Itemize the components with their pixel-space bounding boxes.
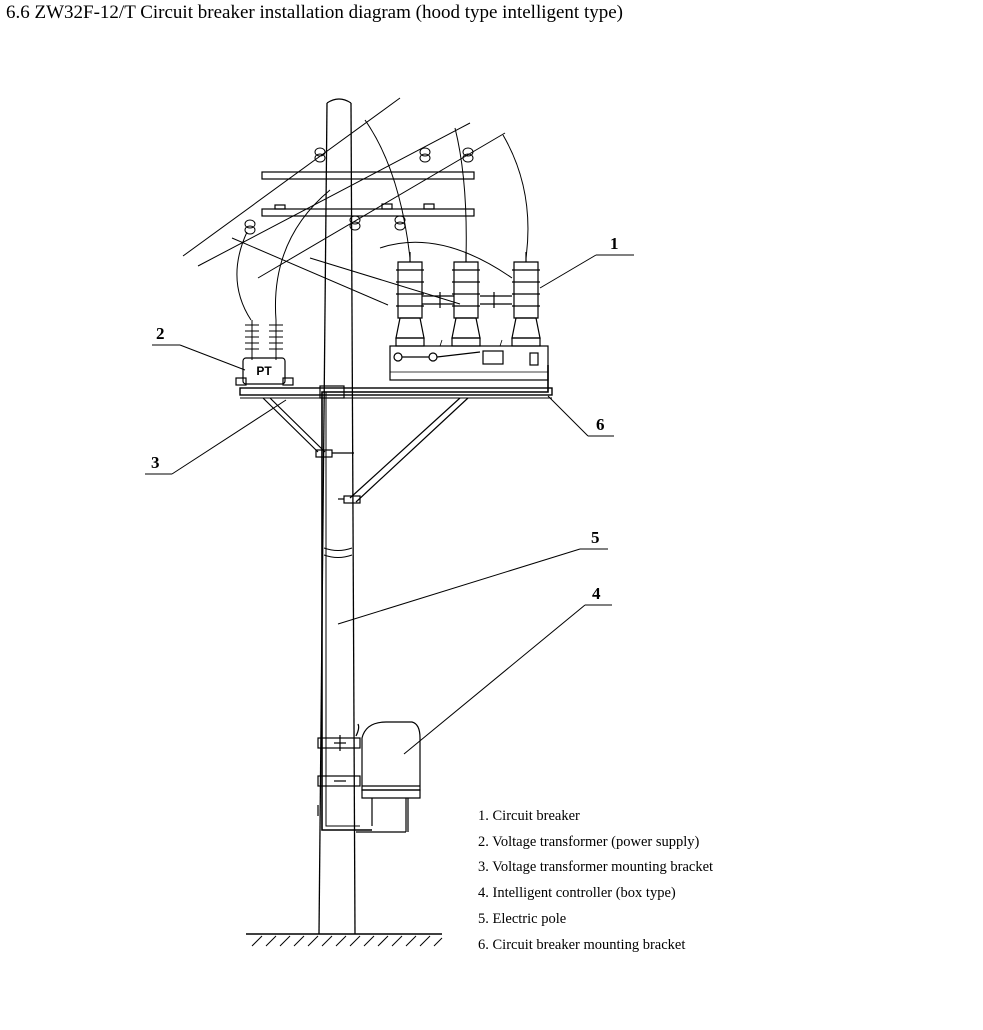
breaker-mounting-bracket (239, 385, 553, 504)
legend-item: 4. Intelligent controller (box type) (478, 885, 676, 902)
bushing-right (511, 252, 541, 347)
legend-item: 2. Voltage transformer (power supply) (478, 833, 700, 850)
legend-item: 5. Electric pole (478, 910, 567, 927)
legend: 1. Circuit breaker 2. Voltage transforme… (478, 804, 713, 958)
bushing-middle (451, 252, 481, 347)
voltage-transformer (235, 320, 294, 386)
legend-item: 6. Circuit breaker mounting bracket (478, 936, 686, 953)
legend-item: 3. Voltage transformer mounting bracket (478, 859, 714, 876)
callout-6: 6 (596, 415, 605, 434)
bushing-left (395, 252, 425, 347)
control-cables (321, 365, 549, 831)
electric-pole (318, 98, 356, 935)
callout-1: 1 (610, 234, 619, 253)
intelligent-controller (317, 721, 421, 833)
callout-5: 5 (591, 528, 600, 547)
circuit-breaker (389, 252, 549, 381)
legend-item: 1. Circuit breaker (478, 808, 580, 824)
diagram-title: 6.6 ZW32F-12/T Circuit breaker installat… (6, 2, 623, 23)
ground-hatch (246, 933, 443, 947)
upper-crossarm (244, 147, 475, 235)
callout-3: 3 (151, 453, 160, 472)
pt-label: PT (256, 364, 272, 378)
callout-4: 4 (592, 584, 601, 603)
leader-lines (145, 254, 634, 755)
overhead-lines (182, 97, 529, 321)
callout-2: 2 (156, 324, 165, 343)
